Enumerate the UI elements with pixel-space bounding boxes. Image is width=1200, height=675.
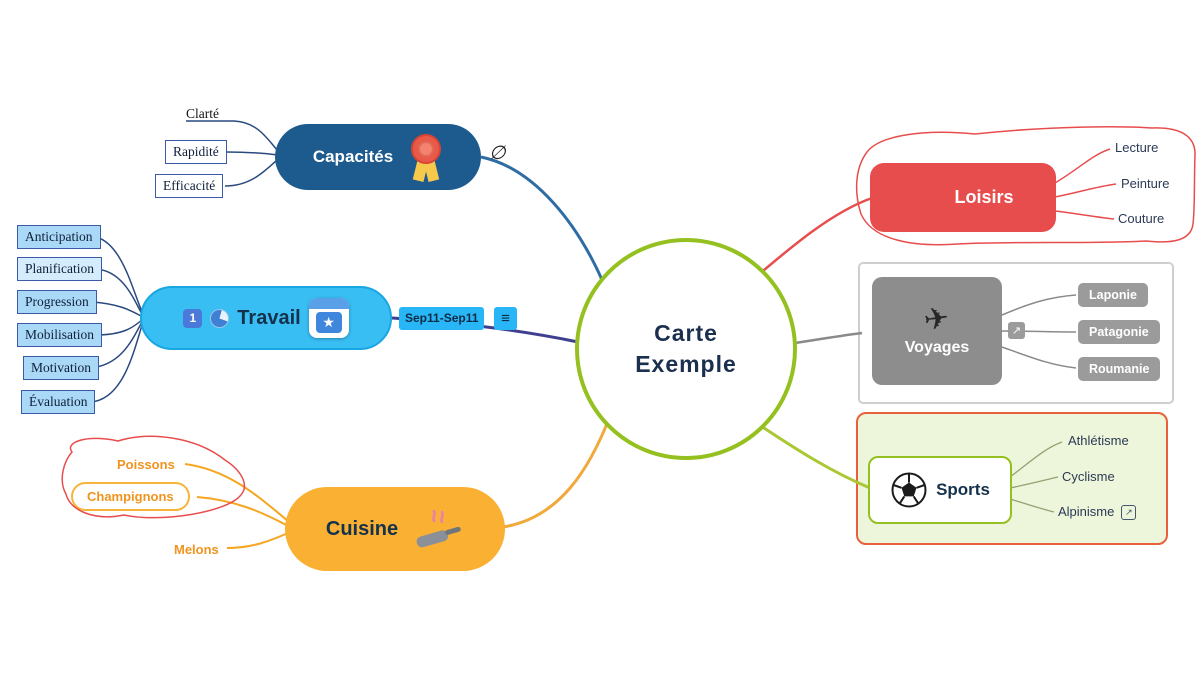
topic-sports[interactable]: Sports	[868, 456, 1012, 524]
airplane-icon: ✈	[922, 301, 952, 338]
topic-cuisine-label: Cuisine	[325, 517, 399, 540]
topic-loisirs-label: Loisirs	[954, 187, 1014, 207]
link-loisirs	[756, 196, 873, 277]
lightbulb-icon	[912, 178, 942, 218]
subtopic-laponie[interactable]: Laponie	[1078, 283, 1148, 307]
subtopic-progression[interactable]: Progression	[17, 290, 97, 314]
topic-capacites[interactable]: Capacités	[275, 124, 481, 190]
external-link-icon[interactable]: ↗	[1121, 505, 1137, 521]
topic-voyages[interactable]: ✈ Voyages	[872, 277, 1002, 385]
subtopic-roumanie[interactable]: Roumanie	[1078, 357, 1161, 381]
central-topic[interactable]: Carte Exemple	[575, 238, 797, 460]
topic-capacites-label: Capacités	[312, 147, 394, 166]
circle-icon	[210, 308, 230, 328]
topic-cuisine[interactable]: Cuisine	[285, 487, 505, 571]
central-topic-line2: Exemple	[635, 351, 737, 377]
subtopic-peinture[interactable]: Peinture	[1121, 176, 1170, 191]
subtopic-anticipation[interactable]: Anticipation	[17, 225, 101, 249]
links-cuisine-children	[184, 463, 289, 549]
subtopic-couture[interactable]: Couture	[1118, 211, 1165, 226]
notes-icon[interactable]: ≡	[494, 307, 517, 330]
topic-loisirs[interactable]: Loisirs	[870, 163, 1056, 232]
subtopic-champignons[interactable]: Champignons	[71, 482, 190, 511]
subtopic-evaluation[interactable]: Évaluation	[21, 390, 96, 414]
link-cuisine	[502, 415, 612, 529]
subtopic-patagonie[interactable]: Patagonie	[1078, 320, 1160, 344]
subtopic-clarte[interactable]: Clarté	[186, 106, 219, 121]
date-tag[interactable]: Sep11-Sep11	[399, 307, 485, 330]
links-loisirs-children	[1054, 148, 1117, 220]
subtopic-poissons[interactable]: Poissons	[117, 457, 175, 472]
topic-voyages-label: Voyages	[904, 339, 970, 356]
calendar-star-icon: ★	[308, 298, 349, 338]
topic-travail-label: Travail	[237, 306, 301, 329]
one-keycap-icon: 1	[183, 308, 203, 328]
soccer-ball-icon	[891, 472, 927, 508]
external-link-icon[interactable]: ↗	[1008, 322, 1025, 339]
subtopic-motivation[interactable]: Motivation	[23, 356, 99, 380]
topic-travail[interactable]: 1 Travail ★	[140, 286, 392, 350]
subtopic-alpinisme[interactable]: Alpinisme ↗	[1058, 504, 1137, 521]
link-capacites	[480, 155, 605, 283]
link-sports	[754, 420, 871, 490]
central-topic-line1: Carte	[654, 319, 718, 346]
medal-icon	[409, 133, 443, 182]
subtopic-melons[interactable]: Melons	[174, 542, 219, 557]
frying-pan-icon	[416, 509, 461, 548]
subtopic-athletisme[interactable]: Athlétisme	[1068, 433, 1129, 448]
topic-sports-label: Sports	[936, 480, 990, 499]
subtopic-lecture[interactable]: Lecture	[1115, 140, 1159, 155]
subtopic-rapidite[interactable]: Rapidité	[165, 140, 227, 164]
subtopic-planification[interactable]: Planification	[17, 257, 102, 281]
subtopic-cyclisme[interactable]: Cyclisme	[1062, 469, 1115, 484]
star-icon: ★	[315, 312, 342, 333]
subtopic-alpinisme-label: Alpinisme	[1058, 504, 1115, 519]
formula-symbol: ∅	[489, 143, 506, 164]
link-voyages	[788, 331, 863, 346]
subtopic-efficacite[interactable]: Efficacité	[155, 174, 224, 198]
subtopic-mobilisation[interactable]: Mobilisation	[17, 323, 103, 347]
